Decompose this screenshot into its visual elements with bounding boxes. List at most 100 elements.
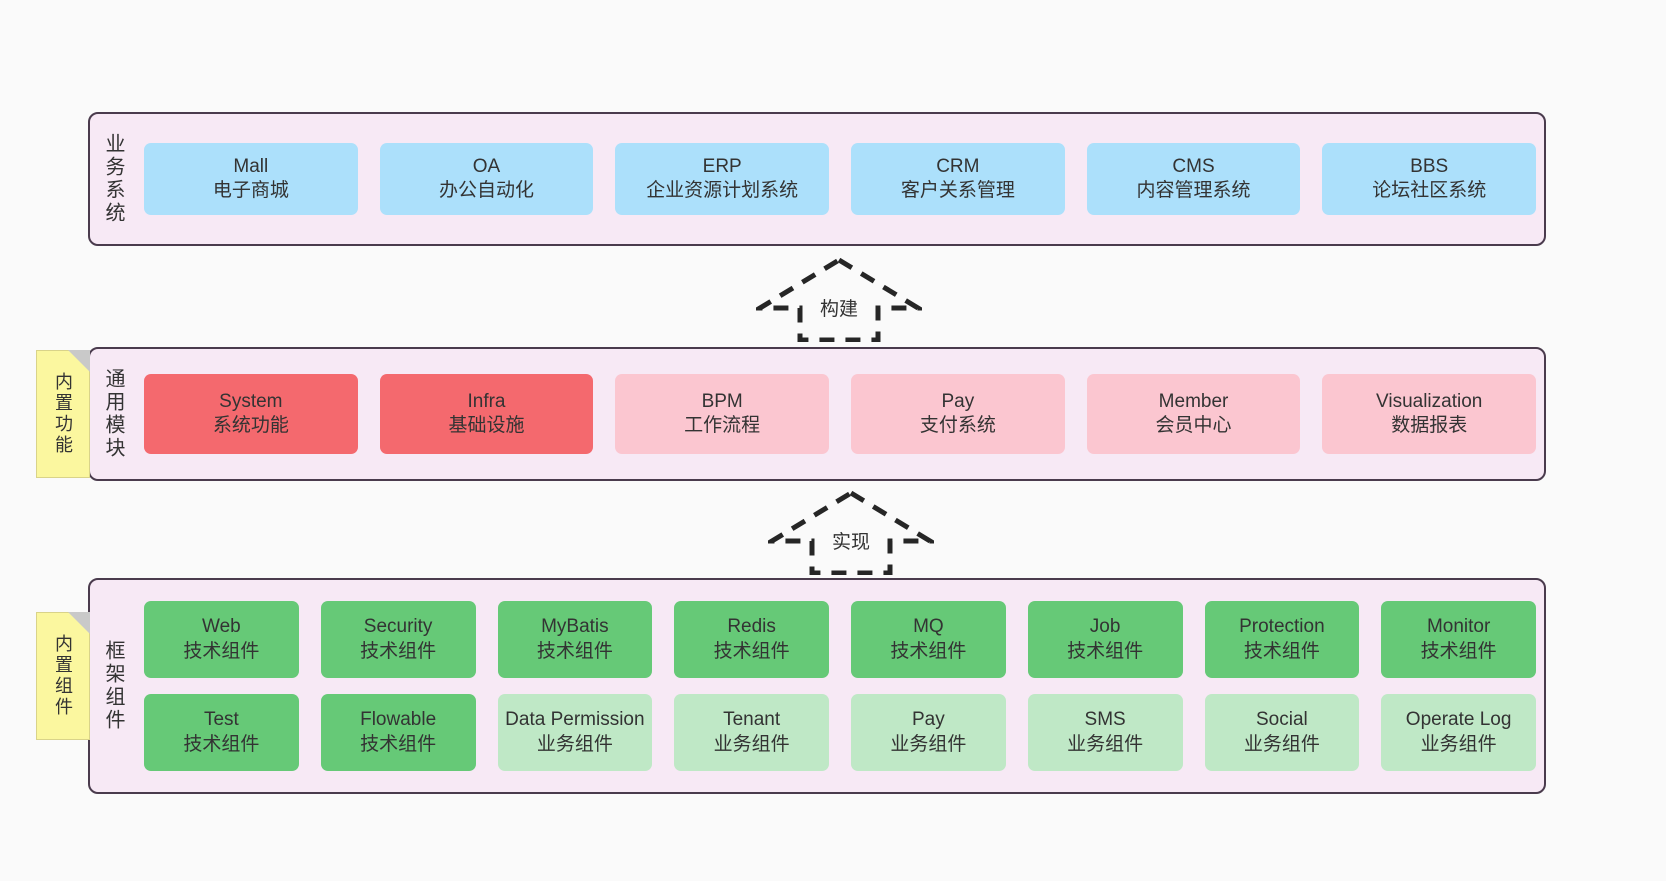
card-title: Infra: [467, 390, 506, 412]
card-title: Protection: [1239, 616, 1325, 638]
card-tenant[interactable]: Tenant 业务组件: [674, 694, 829, 771]
card-subtitle: 基础设施: [448, 415, 525, 436]
card-title: Flowable: [360, 709, 437, 731]
card-title: CMS: [1172, 155, 1215, 177]
card-operate-log[interactable]: Operate Log 业务组件: [1381, 694, 1536, 771]
card-mybatis[interactable]: MyBatis 技术组件: [497, 601, 653, 678]
card-subtitle: 支付系统: [919, 415, 996, 436]
card-social[interactable]: Social 业务组件: [1204, 694, 1360, 771]
card-bpm[interactable]: BPM 工作流程: [615, 374, 830, 454]
card-member[interactable]: Member 会员中心: [1086, 374, 1301, 454]
card-pay-component[interactable]: Pay 业务组件: [851, 694, 1006, 771]
card-title: Mall: [233, 155, 269, 177]
card-title: ERP: [702, 155, 742, 177]
card-title: System: [219, 390, 283, 412]
card-title: Pay: [941, 390, 975, 412]
card-title: SMS: [1084, 709, 1126, 731]
side-tab-builtin-function: 内置功能: [36, 350, 90, 478]
card-title: Social: [1256, 709, 1308, 731]
card-subtitle: 数据报表: [1391, 415, 1468, 436]
layer-business-system: 业务系统 Mall 电子商城 OA 办公自动化 ERP 企业资源计划系统: [88, 112, 1546, 246]
card-monitor[interactable]: Monitor 技术组件: [1381, 601, 1536, 678]
card-redis[interactable]: Redis 技术组件: [674, 601, 829, 678]
layer-framework-component: 框架组件 Web 技术组件 Security 技术组件 MyBatis 技术组件: [88, 578, 1546, 794]
card-subtitle: 业务组件: [536, 733, 613, 755]
business-card-row: Mall 电子商城 OA 办公自动化 ERP 企业资源计划系统 CRM 客户关系…: [144, 143, 1537, 215]
card-subtitle: 业务组件: [1243, 733, 1320, 755]
card-title: Web: [202, 616, 241, 638]
card-mq[interactable]: MQ 技术组件: [851, 601, 1006, 678]
card-subtitle: 业务组件: [890, 733, 967, 755]
card-subtitle: 技术组件: [713, 640, 790, 662]
card-subtitle: 工作流程: [684, 415, 761, 436]
layer-title-framework-component: 框架组件: [102, 640, 124, 732]
card-subtitle: 业务组件: [1067, 733, 1144, 755]
card-cms[interactable]: CMS 内容管理系统: [1086, 143, 1301, 215]
card-title: Visualization: [1376, 390, 1483, 412]
card-title: Test: [203, 709, 239, 731]
card-title: CRM: [936, 155, 980, 177]
card-data-permission[interactable]: Data Permission 业务组件: [497, 694, 653, 771]
card-title: Operate Log: [1405, 709, 1512, 731]
card-visualization[interactable]: Visualization 数据报表: [1322, 374, 1537, 454]
card-job[interactable]: Job 技术组件: [1027, 601, 1183, 678]
card-system[interactable]: System 系统功能: [144, 374, 358, 454]
layer-title-business-system: 业务系统: [102, 133, 124, 225]
card-web[interactable]: Web 技术组件: [144, 601, 299, 678]
card-erp[interactable]: ERP 企业资源计划系统: [615, 143, 830, 215]
card-title: Pay: [912, 709, 945, 731]
card-protection[interactable]: Protection 技术组件: [1204, 601, 1360, 678]
card-mall[interactable]: Mall 电子商城: [144, 143, 358, 215]
card-bbs[interactable]: BBS 论坛社区系统: [1322, 143, 1537, 215]
card-title: BBS: [1410, 155, 1449, 177]
card-title: MQ: [913, 616, 944, 638]
framework-card-row-business: Test 技术组件 Flowable 技术组件 Data Permission …: [144, 694, 1536, 771]
card-crm[interactable]: CRM 客户关系管理: [851, 143, 1065, 215]
arrow-build: 构建: [756, 256, 922, 342]
layer-title-common-module: 通用模块: [102, 368, 124, 460]
common-card-row: System 系统功能 Infra 基础设施 BPM 工作流程 Pay 支付系统: [144, 374, 1537, 454]
layer-common-module: 通用模块 System 系统功能 Infra 基础设施 BPM 工作流程: [88, 347, 1546, 481]
card-subtitle: 论坛社区系统: [1372, 180, 1487, 201]
card-test[interactable]: Test 技术组件: [144, 694, 299, 771]
card-subtitle: 技术组件: [1420, 640, 1497, 662]
card-subtitle: 技术组件: [183, 640, 260, 662]
card-subtitle: 技术组件: [360, 733, 437, 755]
card-title: OA: [472, 155, 501, 177]
card-pay-module[interactable]: Pay 支付系统: [851, 374, 1065, 454]
framework-card-row-tech: Web 技术组件 Security 技术组件 MyBatis 技术组件 Redi…: [144, 601, 1536, 678]
card-subtitle: 办公自动化: [439, 180, 535, 201]
arrow-outline: [756, 257, 922, 342]
card-subtitle: 电子商城: [212, 180, 289, 201]
card-subtitle: 业务组件: [1420, 733, 1497, 755]
card-flowable[interactable]: Flowable 技术组件: [320, 694, 476, 771]
card-title: Tenant: [723, 709, 781, 731]
card-subtitle: 技术组件: [536, 640, 613, 662]
card-sms[interactable]: SMS 业务组件: [1027, 694, 1183, 771]
card-oa[interactable]: OA 办公自动化: [379, 143, 594, 215]
card-subtitle: 技术组件: [890, 640, 967, 662]
card-infra[interactable]: Infra 基础设施: [379, 374, 594, 454]
card-title: Security: [363, 616, 433, 638]
card-title: Data Permission: [505, 709, 645, 731]
common-cards-container: System 系统功能 Infra 基础设施 BPM 工作流程 Pay 支付系统: [136, 349, 1544, 479]
framework-cards-container: Web 技术组件 Security 技术组件 MyBatis 技术组件 Redi…: [136, 580, 1544, 792]
card-subtitle: 技术组件: [1243, 640, 1320, 662]
card-subtitle: 技术组件: [1067, 640, 1144, 662]
card-subtitle: 企业资源计划系统: [646, 180, 799, 201]
card-subtitle: 会员中心: [1155, 415, 1232, 436]
business-cards-container: Mall 电子商城 OA 办公自动化 ERP 企业资源计划系统 CRM 客户关系…: [136, 114, 1544, 244]
card-subtitle: 内容管理系统: [1136, 180, 1251, 201]
card-subtitle: 技术组件: [183, 733, 260, 755]
arrow-outline: [768, 490, 934, 575]
card-subtitle: 技术组件: [360, 640, 437, 662]
card-security[interactable]: Security 技术组件: [320, 601, 476, 678]
card-title: Member: [1158, 390, 1229, 412]
card-title: MyBatis: [541, 616, 609, 638]
card-title: BPM: [701, 390, 743, 412]
card-title: Redis: [727, 616, 776, 638]
card-title: Job: [1089, 616, 1121, 638]
arrow-implement: 实现: [768, 489, 934, 575]
side-tab-builtin-component: 内置组件: [36, 612, 90, 740]
